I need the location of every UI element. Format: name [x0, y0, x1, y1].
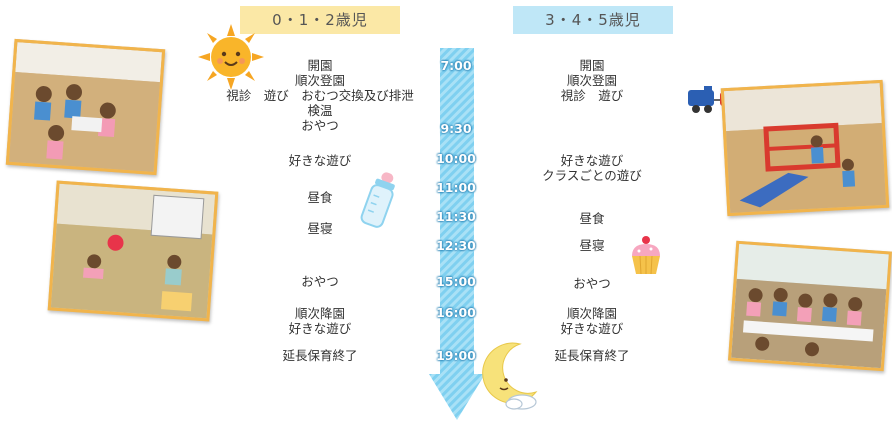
schedule-item: 昼寝	[307, 221, 333, 236]
timeline-arrow	[429, 48, 485, 420]
schedule-item: 昼食	[307, 190, 333, 205]
time-label: 12:30	[436, 238, 476, 253]
time-label: 9:30	[440, 121, 472, 136]
schedule-item: 昼寝	[579, 238, 605, 253]
header-age-3-5: 3・4・5歳児	[513, 6, 673, 34]
schedule-item: 検温	[307, 103, 333, 118]
schedule-item: 視診 遊び	[560, 88, 624, 103]
photo-group-lunch	[728, 240, 892, 372]
schedule-item: 順次降園	[566, 306, 617, 321]
photo-infants-playing	[5, 38, 166, 176]
photo-nursery-room	[47, 180, 219, 322]
schedule-item: 開園	[579, 58, 605, 73]
time-label: 15:00	[436, 274, 476, 289]
schedule-item: おやつ	[301, 118, 339, 133]
time-label: 10:00	[436, 151, 476, 166]
time-label: 11:00	[436, 180, 476, 195]
sun-icon	[198, 24, 264, 90]
time-label: 7:00	[440, 58, 472, 73]
schedule-item: 順次降園	[294, 306, 345, 321]
schedule-item: おやつ	[301, 274, 339, 289]
schedule-item: 好きな遊び	[288, 153, 352, 168]
schedule-item: 視診 遊び おむつ交換及び排泄	[226, 88, 414, 103]
time-label: 19:00	[436, 348, 476, 363]
left-schedule-morning: 開園 順次登園 視診 遊び おむつ交換及び排泄 検温 おやつ	[210, 58, 430, 133]
right-schedule-playtime: 好きな遊び クラスごとの遊び	[522, 153, 662, 183]
schedule-item: 延長保育終了	[282, 348, 358, 363]
schedule-item: 好きな遊び	[288, 321, 352, 336]
baby-bottle-icon	[360, 172, 395, 228]
time-label: 16:00	[436, 305, 476, 320]
schedule-item: 延長保育終了	[554, 348, 630, 363]
schedule-item: 好きな遊び	[560, 321, 624, 336]
schedule-item: 昼食	[579, 211, 605, 226]
schedule-item: 順次登園	[294, 73, 345, 88]
moon-icon	[482, 342, 538, 410]
schedule-item: 順次登園	[566, 73, 617, 88]
right-schedule-morning: 開園 順次登園 視診 遊び	[532, 58, 652, 103]
header-age-0-2: 0・1・2歳児	[240, 6, 400, 34]
photo-climbing-play	[720, 79, 890, 217]
cupcake-icon	[632, 236, 660, 275]
schedule-item: 好きな遊び	[560, 153, 624, 168]
schedule-item: クラスごとの遊び	[542, 168, 642, 183]
time-label: 11:30	[436, 209, 476, 224]
schedule-item: おやつ	[573, 276, 611, 291]
schedule-item: 開園	[307, 58, 333, 73]
